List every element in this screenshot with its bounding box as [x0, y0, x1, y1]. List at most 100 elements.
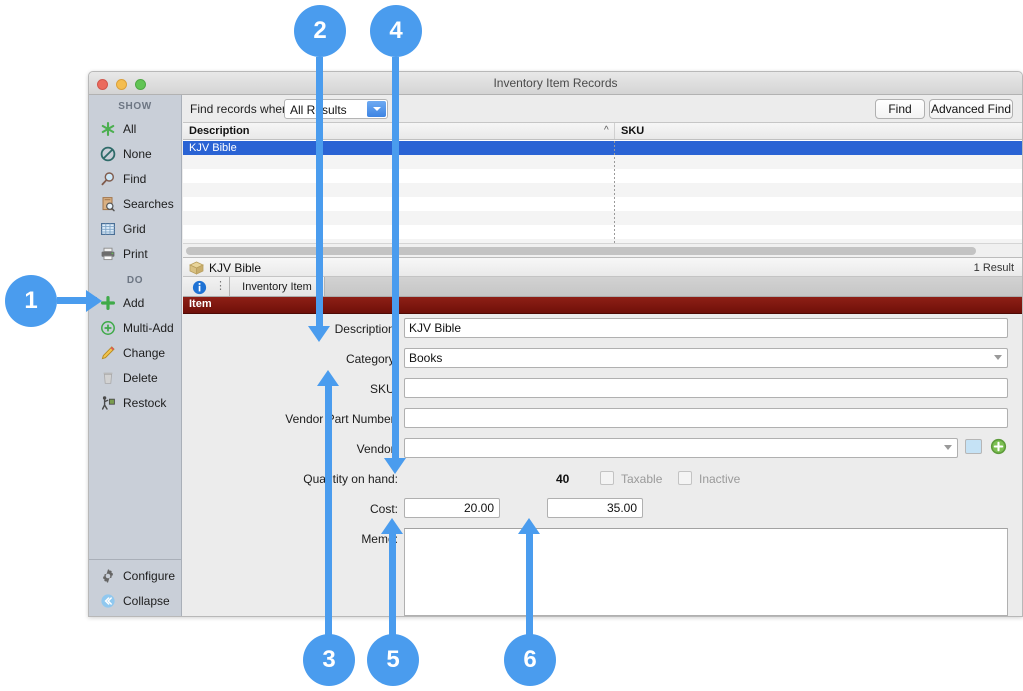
- inactive-checkbox[interactable]: [678, 471, 692, 485]
- section-title: Item: [189, 298, 212, 310]
- table-row[interactable]: [183, 197, 1022, 211]
- chevron-down-icon[interactable]: [367, 101, 386, 117]
- list-rows[interactable]: KJV Bible: [183, 141, 1022, 243]
- sidebar-item-collapse[interactable]: Collapse: [89, 588, 181, 613]
- form-row-sku: SKU:: [183, 374, 1022, 404]
- row-description-cell: KJV Bible: [189, 142, 237, 154]
- sidebar-item-find[interactable]: Find: [89, 166, 181, 191]
- quantity-on-hand-label: Quantity on hand:: [303, 472, 398, 486]
- callout-2-arrow: [308, 326, 330, 342]
- callout-4-arrow: [384, 458, 406, 474]
- window-titlebar: Inventory Item Records: [89, 72, 1022, 95]
- gear-icon: [100, 568, 116, 584]
- record-header: KJV Bible 1 Result: [183, 257, 1022, 277]
- record-form: Description: KJV Bible Category: Books S…: [183, 314, 1022, 616]
- column-header-sku[interactable]: SKU: [621, 125, 645, 137]
- sidebar-item-none[interactable]: None: [89, 141, 181, 166]
- category-input[interactable]: Books: [404, 348, 1008, 368]
- sidebar-item-label: None: [123, 146, 152, 161]
- sidebar-item-configure[interactable]: Configure: [89, 563, 181, 588]
- tab-strip: ⋮ Inventory Item: [183, 277, 1022, 297]
- sidebar-item-label: Restock: [123, 395, 167, 410]
- vendor-input[interactable]: [404, 438, 958, 458]
- horizontal-scrollbar[interactable]: [183, 243, 1022, 257]
- find-button[interactable]: Find: [875, 99, 925, 119]
- sidebar-do-header: DO: [126, 275, 144, 286]
- plus-icon: [100, 295, 116, 311]
- memo-textarea[interactable]: [404, 528, 1008, 616]
- sidebar-item-label: Delete: [123, 370, 158, 385]
- tab-overflow-icon[interactable]: ⋮: [215, 280, 226, 292]
- form-row-cost-price: Cost: 20.00 Price: 35.00: [183, 494, 1022, 524]
- sidebar-item-grid[interactable]: Grid: [89, 216, 181, 241]
- description-input[interactable]: KJV Bible: [404, 318, 1008, 338]
- sidebar-item-label: Find: [123, 171, 147, 186]
- minimize-button[interactable]: [116, 79, 127, 90]
- callout-3: 3: [303, 634, 355, 686]
- quantity-on-hand-value: 40: [556, 472, 570, 486]
- vendor-add-icon[interactable]: [990, 438, 1007, 455]
- description-label: Description:: [334, 322, 398, 336]
- scrollbar-thumb[interactable]: [186, 247, 976, 255]
- tab-inventory-item[interactable]: Inventory Item: [230, 277, 325, 296]
- sidebar-show-header: SHOW: [118, 101, 152, 112]
- sidebar-item-change[interactable]: Change: [89, 340, 181, 365]
- advanced-find-button[interactable]: Advanced Find: [929, 99, 1013, 119]
- table-row[interactable]: [183, 239, 1022, 243]
- column-divider[interactable]: [614, 141, 615, 243]
- callout-5: 5: [367, 634, 419, 686]
- find-toolbar: Find records where All Results Find Adva…: [183, 95, 1022, 123]
- table-row[interactable]: [183, 225, 1022, 239]
- category-chevron-down-icon[interactable]: [991, 350, 1005, 364]
- vendor-chevron-down-icon[interactable]: [941, 440, 955, 454]
- sidebar-item-multi-add[interactable]: Multi-Add: [89, 315, 181, 340]
- vendor-part-number-input[interactable]: [404, 408, 1008, 428]
- table-row[interactable]: [183, 183, 1022, 197]
- sidebar-item-all[interactable]: All: [89, 116, 181, 141]
- sidebar-item-delete[interactable]: Delete: [89, 365, 181, 390]
- cost-input[interactable]: 20.00: [404, 498, 500, 518]
- callout-2-line: [316, 57, 323, 333]
- cost-label: Cost:: [369, 502, 398, 516]
- window-title: Inventory Item Records: [493, 76, 618, 90]
- table-row[interactable]: KJV Bible: [183, 141, 1022, 155]
- column-header-description[interactable]: Description: [189, 125, 250, 137]
- category-label: Category:: [345, 352, 398, 366]
- close-button[interactable]: [97, 79, 108, 90]
- printer-icon: [100, 246, 116, 262]
- saved-search-icon: [100, 196, 116, 212]
- callout-6: 6: [504, 634, 556, 686]
- section-bar-item: Item: [183, 297, 1022, 314]
- sidebar-item-label: Configure: [123, 568, 176, 583]
- callout-1: 1: [5, 275, 57, 327]
- callout-1-arrow: [86, 290, 102, 312]
- price-input[interactable]: 35.00: [547, 498, 643, 518]
- sidebar-item-add[interactable]: Add: [89, 290, 181, 315]
- callout-5-arrow: [381, 518, 403, 534]
- vendor-part-number-label: Vendor Part Number:: [285, 412, 398, 426]
- no-entry-icon: [100, 146, 116, 162]
- find-scope-select[interactable]: All Results: [284, 99, 388, 119]
- window-controls[interactable]: [97, 79, 146, 90]
- package-icon: [189, 261, 204, 275]
- tab-info[interactable]: ⋮: [183, 277, 230, 296]
- zoom-button[interactable]: [135, 79, 146, 90]
- vendor-label: Vendor:: [356, 442, 398, 456]
- table-row[interactable]: [183, 211, 1022, 225]
- vendor-lookup-button[interactable]: [965, 439, 982, 454]
- form-row-vendor-part-number: Vendor Part Number:: [183, 404, 1022, 434]
- sidebar-item-print[interactable]: Print: [89, 241, 181, 266]
- restock-icon: [100, 395, 116, 411]
- sidebar-item-searches[interactable]: Searches: [89, 191, 181, 216]
- sort-ascending-icon: ^: [604, 125, 609, 136]
- table-row[interactable]: [183, 169, 1022, 183]
- sku-input[interactable]: [404, 378, 1008, 398]
- sidebar-item-label: All: [123, 121, 137, 136]
- find-records-label: Find records where: [190, 102, 293, 116]
- taxable-checkbox[interactable]: [600, 471, 614, 485]
- table-row[interactable]: [183, 155, 1022, 169]
- sidebar-item-label: Change: [123, 345, 166, 360]
- multi-add-icon: [100, 320, 116, 336]
- sidebar-item-restock[interactable]: Restock: [89, 390, 181, 415]
